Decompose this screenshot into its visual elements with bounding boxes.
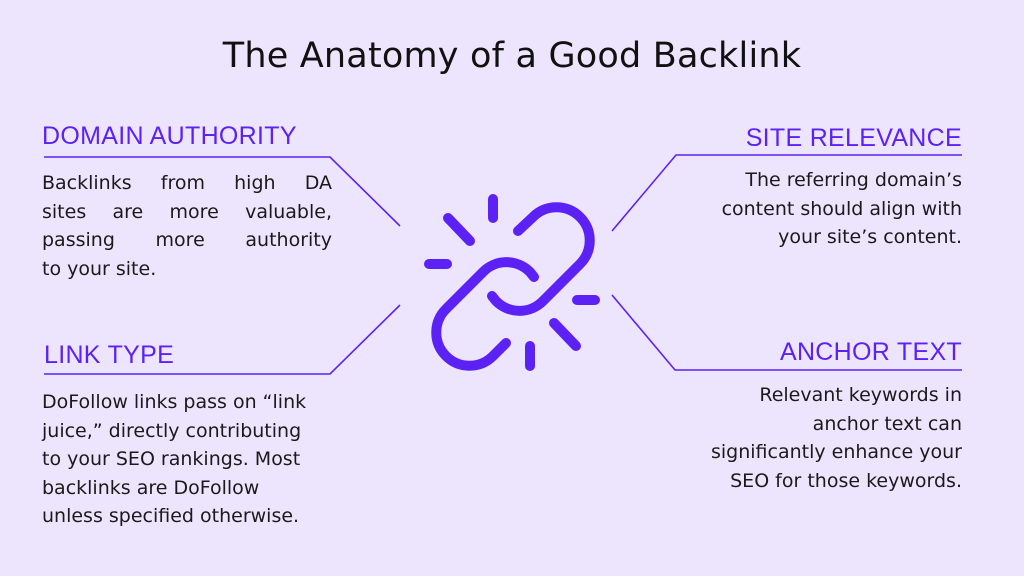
text-line: sites are more valuable, <box>42 200 332 223</box>
text-line: The referring domain’s <box>745 169 962 191</box>
link-upper <box>487 202 595 316</box>
text-line: content should align with <box>721 197 962 220</box>
anchor-text-heading: ANCHOR TEXT <box>779 338 962 366</box>
text-line: juice,” directly contributing <box>42 419 302 442</box>
text-line: Relevant keywords in <box>759 384 962 406</box>
text-line: to your site. <box>42 257 157 280</box>
domain-authority-heading: DOMAIN AUTHORITY <box>42 122 297 150</box>
site-relevance-connector <box>611 154 962 232</box>
site-relevance-text: The referring domain’s content should al… <box>722 166 962 252</box>
text-line: Backlinks from high DA <box>42 172 332 194</box>
site-relevance-heading: SITE RELEVANCE <box>745 124 962 152</box>
broken-link-icon <box>424 194 600 371</box>
spark-bottom-right <box>549 318 581 351</box>
link-type-heading: LINK TYPE <box>44 341 175 369</box>
text-line: SEO for those keywords. <box>730 469 962 492</box>
spark-top-left <box>443 213 475 246</box>
link-lower <box>431 257 539 371</box>
text-line: your site’s content. <box>778 226 962 248</box>
anchor-text-text: Relevant keywords in anchor text can sig… <box>711 381 962 495</box>
text-line: backlinks are DoFollow <box>42 476 260 499</box>
text-line: unless specified otherwise. <box>42 505 300 527</box>
text-line: to your SEO rankings. Most <box>42 448 301 470</box>
domain-authority-text: Backlinks from high DA sites are more va… <box>42 169 332 283</box>
link-type-text: DoFollow links pass on “link juice,” dir… <box>42 388 306 531</box>
link-type-connector <box>44 304 401 375</box>
domain-authority-connector <box>44 156 401 227</box>
text-line: passing more authority <box>42 229 332 251</box>
text-line: DoFollow links pass on “link <box>42 391 307 413</box>
anchor-text-connector <box>611 294 962 371</box>
text-line: significantly enhance your <box>710 441 962 463</box>
page-title: The Anatomy of a Good Backlink <box>222 36 802 76</box>
text-line: anchor text can <box>812 412 962 435</box>
